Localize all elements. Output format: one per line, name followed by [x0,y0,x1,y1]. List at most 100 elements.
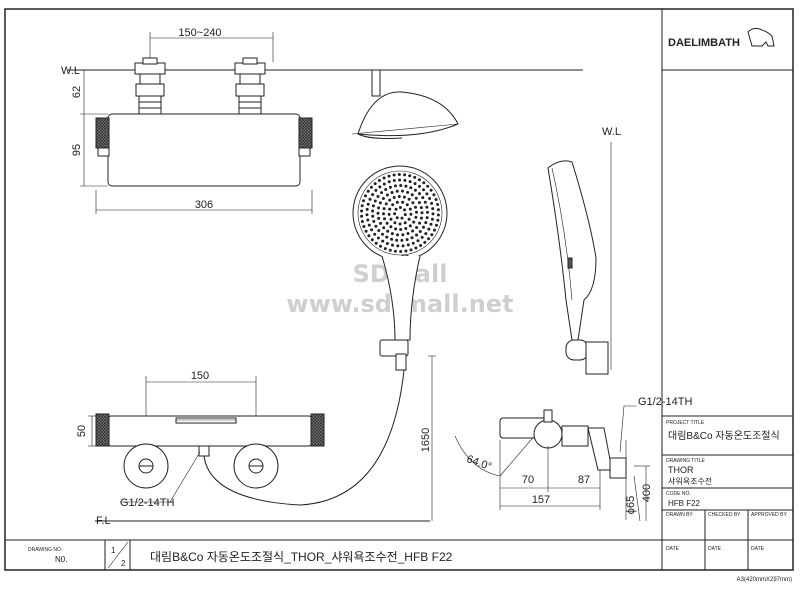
drawing-title-line2: 샤워욕조수전 [668,476,712,486]
nozzle-dot [408,174,412,178]
nozzle-dot [381,197,385,200]
nozzle-dot [374,241,378,245]
nozzle-dot [407,217,411,221]
nozzle-dot [426,184,430,188]
nozzle-dot [431,212,435,216]
nozzle-dot [371,214,375,218]
nozzle-dot [405,203,409,207]
nozzle-dot [377,229,381,232]
nozzle-dot [377,206,381,210]
nozzle-dot [411,241,415,245]
dim-1650: 1650 [420,428,432,452]
nozzle-dot [418,230,422,233]
nozzle-dot [415,210,418,214]
nozzle-dot [394,207,398,211]
nozzle-dot [379,244,383,248]
nozzle-dot [365,213,369,217]
nozzle-dot [419,216,423,220]
nozzle-dot [398,206,402,209]
nozzle-dot [405,238,409,242]
dim-angle: 64.0° [465,453,493,473]
overhead-shower [351,69,459,139]
nozzle-dot [400,216,404,220]
drawing-no: N0. [55,555,67,564]
nozzle-dot [408,207,412,211]
nozzle-dot [394,184,397,188]
nozzle-dot [393,249,397,253]
nozzle-dot [430,217,434,221]
nozzle-dot [388,248,392,252]
nozzle-dot [436,218,440,222]
nozzle-dot [385,235,389,239]
nozzle-dot [360,204,364,208]
nozzle-dot [403,208,406,212]
nozzle-dot [364,229,368,233]
nozzle-dot [425,216,429,220]
nozzle-dot [387,212,391,216]
nozzle-dot [385,242,389,245]
nozzle-dot [427,227,431,231]
nozzle-dot [381,232,384,236]
nozzle-dot [371,193,375,197]
approved-by-label: APPROVED BY [751,512,788,518]
nozzle-dot [401,233,405,237]
nozzle-dot [404,249,408,253]
nozzle-dot [395,216,399,220]
nozzle-dot [407,197,411,201]
nozzle-dot [396,233,399,237]
nozzle-dot [379,221,383,225]
nozzle-dot [392,196,396,199]
nozzle-dot [409,248,413,252]
nozzle-dot [400,238,404,242]
nozzle-dot [431,207,435,211]
nozzle-dot [397,195,401,198]
nozzle-dot [393,212,397,216]
nozzle-dot [388,198,392,202]
nozzle-dot [362,225,366,228]
dim-top-spacing: 150~240 [178,27,221,39]
nozzle-dot [373,182,377,186]
nozzle-dot [366,218,370,222]
nozzle-dot [387,174,391,178]
top-view [68,32,583,214]
nozzle-dot [367,223,371,227]
nozzle-dot [418,184,421,188]
nozzle-dot [429,188,433,192]
dim-62: 62 [71,86,83,98]
drawing-border [4,8,794,571]
project-title-label: PROJECT TITLE [666,420,705,426]
date-label-3: DATE [751,546,765,552]
nozzle-dot [419,244,423,247]
nozzle-dot [360,209,364,213]
dim-front-150: 150 [191,370,209,382]
nozzle-dot [399,228,403,231]
nozzle-dot [366,189,370,193]
nozzle-dot [376,211,380,215]
nozzle-dot [436,208,440,212]
sheet-num: 1 [111,546,116,555]
nozzle-dot [410,193,414,197]
nozzle-dot [408,180,412,184]
nozzle-dot [389,225,393,229]
dim-50: 50 [76,425,88,437]
nozzle-dot [373,199,377,203]
nozzle-dot [367,234,371,238]
code-no-label: CODE NO. [666,491,691,497]
nozzle-dot [406,243,410,247]
nozzle-dot [368,197,372,201]
nozzle-dot [434,198,438,201]
nozzle-dot [402,195,406,199]
nozzle-dot [376,195,380,198]
dim-306: 306 [195,199,213,211]
nozzle-dot [397,173,401,176]
nozzle-dot [420,235,424,239]
nozzle-dot [410,236,414,240]
bottom-title: 대림B&Co 자동온도조절식_THOR_샤워욕조수전_HFB F22 [150,550,453,564]
dim-87: 87 [578,474,590,486]
nozzle-dot [370,238,374,242]
nozzle-dot [406,232,410,235]
nozzle-dot [404,227,408,230]
nozzle-dot [385,221,389,225]
dim-400: 400 [641,484,653,502]
